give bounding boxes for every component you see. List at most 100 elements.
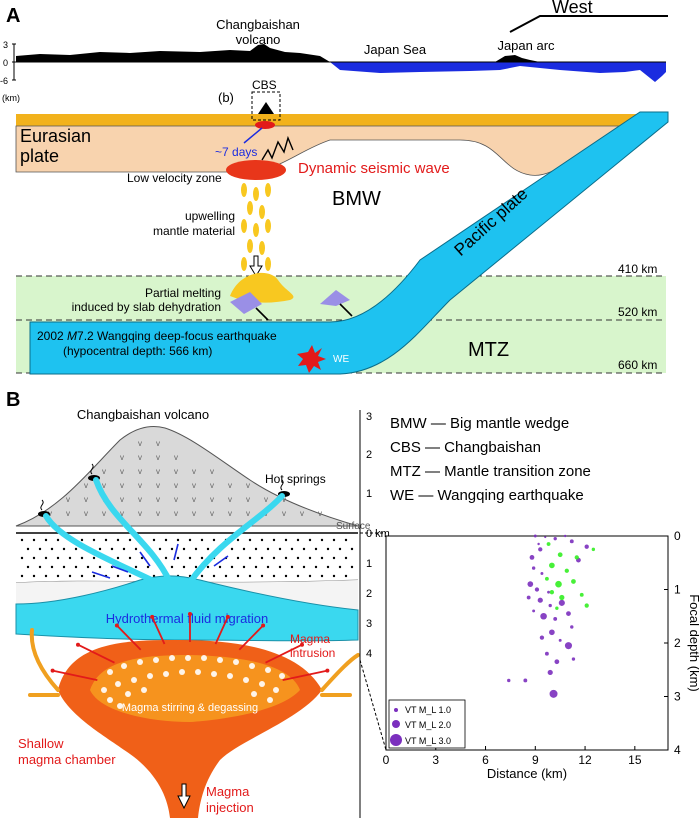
- scatter-point: [532, 609, 536, 613]
- crust-band: [16, 114, 656, 126]
- svg-text:v: v: [48, 509, 52, 518]
- intrusion-arrows-icon: [50, 612, 330, 682]
- sea-profile: [330, 62, 666, 82]
- hydro-label: Hydrothermal fluid migration: [106, 611, 269, 626]
- surface-label: Surface: [336, 521, 371, 532]
- we-label: WE: [333, 354, 349, 365]
- scale-tick: 3: [366, 411, 372, 423]
- scatter-point: [584, 603, 589, 608]
- legend-item: WE — Wangqing earthquake: [390, 487, 584, 504]
- svg-text:v: v: [120, 495, 124, 504]
- scatter-point: [555, 606, 559, 610]
- scatter-point: [559, 594, 565, 601]
- x-tick-label: 3: [432, 753, 439, 767]
- scale-tick: 1: [366, 488, 372, 500]
- seismic-wave-icon: [261, 135, 294, 161]
- svg-text:v: v: [156, 453, 160, 462]
- topo-sea-label: Japan Sea: [364, 42, 427, 57]
- volcano-icon: [258, 102, 274, 114]
- svg-text:v: v: [66, 509, 70, 518]
- scatter-point: [507, 678, 511, 683]
- svg-text:v: v: [192, 467, 196, 476]
- quake-depth-label: (hypocentral depth: 566 km): [63, 344, 212, 358]
- scatter-point: [534, 587, 540, 592]
- svg-text:v: v: [138, 495, 142, 504]
- svg-text:v: v: [156, 439, 160, 448]
- y-tick-label: 3: [674, 690, 681, 704]
- topo-tick: 3: [3, 40, 8, 50]
- topo-unit: (km): [2, 93, 20, 103]
- depth-410-label: 410 km: [618, 262, 657, 276]
- scatter-point: [544, 576, 549, 581]
- scatter-point: [539, 635, 545, 640]
- upwelling-plume: [241, 183, 271, 271]
- svg-text:v: v: [102, 509, 106, 518]
- svg-text:v: v: [84, 481, 88, 490]
- scatter-point: [558, 599, 565, 606]
- x-tick-label: 0: [383, 753, 390, 767]
- scatter-point: [563, 534, 567, 538]
- scatter-point: [570, 625, 574, 629]
- legend-dot: [390, 734, 402, 746]
- dykes: [28, 628, 360, 697]
- svg-text:v: v: [174, 509, 178, 518]
- fluid-arrows-icon: [91, 543, 229, 579]
- x-tick-label: 12: [578, 753, 592, 767]
- depth-520-label: 520 km: [618, 305, 657, 319]
- b-marker: (b): [218, 90, 234, 105]
- scatter-point: [591, 547, 596, 552]
- west-arrow-icon: [509, 15, 668, 33]
- scatter-point: [549, 629, 555, 636]
- scatter-point: [540, 571, 544, 575]
- scatter-point: [566, 611, 571, 616]
- scatter-point: [547, 590, 551, 594]
- scatter-point: [533, 534, 537, 538]
- svg-text:v: v: [210, 481, 214, 490]
- svg-text:v: v: [138, 467, 142, 476]
- svg-text:v: v: [138, 509, 142, 518]
- volcano-b-title: Changbaishan volcano: [77, 407, 209, 422]
- shallow-magma: [255, 121, 275, 129]
- abbrev-legend: BMW — Big mantle wedge CBS — Changbaisha…: [390, 415, 591, 504]
- scatter-point: [549, 590, 555, 595]
- melt-arrow-icon: [255, 307, 269, 321]
- up-arrow-icon: [249, 255, 263, 277]
- svg-text:v: v: [102, 481, 106, 490]
- svg-text:v: v: [156, 509, 160, 518]
- scatter-point: [558, 638, 562, 642]
- svg-text:v: v: [138, 439, 142, 448]
- size-legend-label: VT M_L 1.0: [405, 705, 451, 715]
- svg-text:v: v: [138, 481, 142, 490]
- legend-item: MTZ — Mantle transition zone: [390, 463, 591, 480]
- scatter-point: [526, 595, 531, 600]
- svg-text:v: v: [174, 453, 178, 462]
- scatter-point: [555, 580, 562, 588]
- seismic-label: Dynamic seismic wave: [298, 160, 450, 177]
- scatter-point: [544, 651, 549, 656]
- mtz-label: MTZ: [468, 339, 509, 361]
- scatter-point: [569, 539, 574, 544]
- cbs-box: [251, 91, 281, 121]
- scatter-point: [584, 544, 589, 549]
- lvz-label: Low velocity zone: [127, 171, 222, 185]
- topo-tick: -6: [0, 76, 8, 86]
- svg-text:v: v: [84, 495, 88, 504]
- scatter-point: [523, 678, 528, 683]
- zero-km: 0 km: [366, 528, 390, 540]
- size-legend-label: VT M_L 2.0: [405, 720, 451, 730]
- scatter-point: [548, 603, 552, 608]
- svg-text:v: v: [210, 467, 214, 476]
- svg-text:v: v: [192, 509, 196, 518]
- panel-b-label: B: [6, 389, 20, 411]
- svg-text:v: v: [174, 467, 178, 476]
- scatter-point: [531, 566, 536, 570]
- scatter-point: [540, 612, 547, 620]
- svg-text:v: v: [210, 509, 214, 518]
